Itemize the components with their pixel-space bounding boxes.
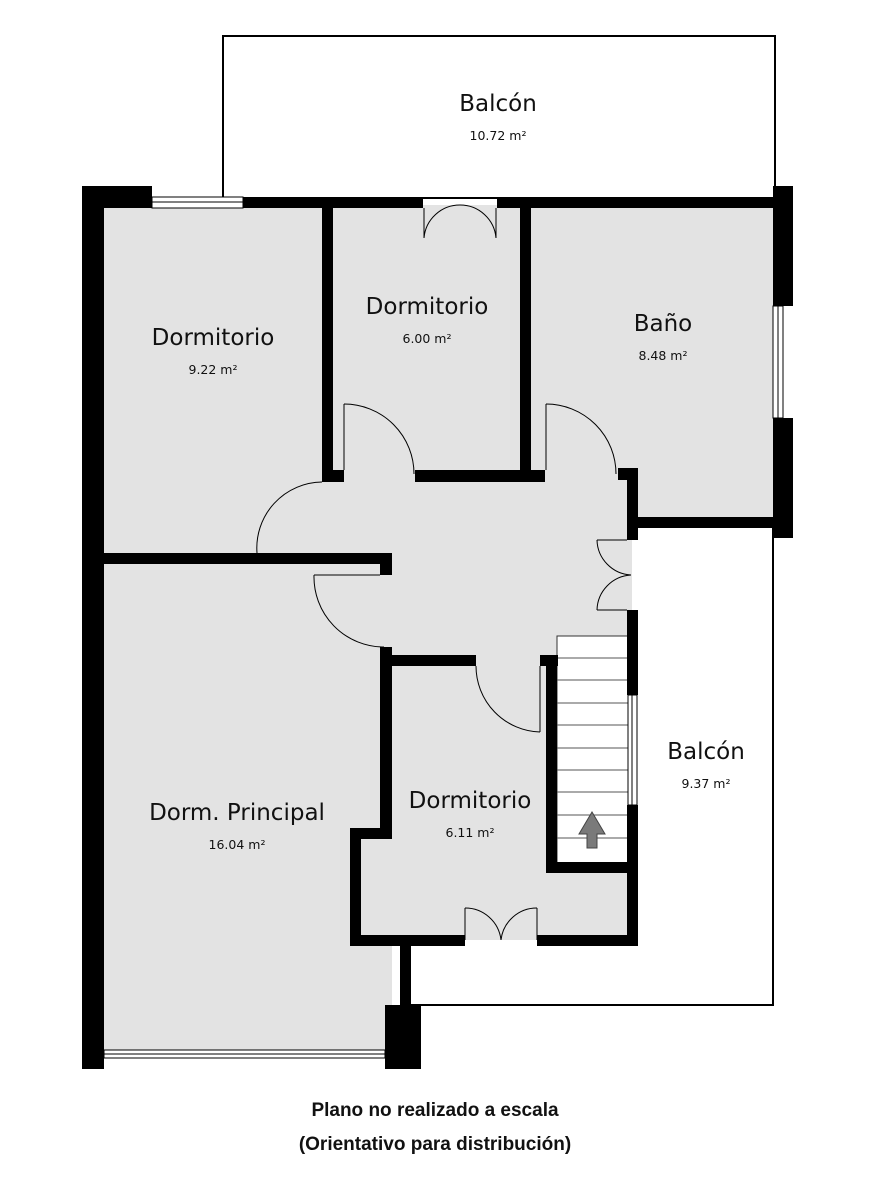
room-name: Balcón — [667, 739, 745, 765]
room-label-dormitorio-3: Dormitorio 6.11 m² — [409, 788, 532, 840]
walls — [82, 186, 793, 1069]
doors — [256, 204, 632, 941]
room-name: Dormitorio — [366, 294, 489, 320]
room-name: Dormitorio — [152, 325, 275, 351]
room-area: 8.48 m² — [639, 348, 688, 363]
stair-up-arrow-icon — [578, 811, 606, 849]
room-area: 6.00 m² — [403, 331, 452, 346]
room-area: 10.72 m² — [470, 128, 527, 143]
room-name: Dormitorio — [409, 788, 532, 814]
distribution-note: (Orientativo para distribución) — [298, 1134, 572, 1155]
room-name: Balcón — [459, 91, 537, 117]
room-label-dorm-principal: Dorm. Principal 16.04 m² — [149, 800, 325, 852]
room-label-dormitorio-1: Dormitorio 9.22 m² — [152, 325, 275, 377]
room-name: Dorm. Principal — [149, 800, 325, 826]
balcony-top — [222, 35, 776, 199]
windows — [103, 196, 784, 1059]
room-name: Baño — [634, 311, 693, 337]
room-label-balcon-right: Balcón 9.37 m² — [667, 739, 745, 791]
room-label-bano: Baño 8.48 m² — [634, 311, 693, 363]
interior-floor — [102, 205, 777, 1050]
room-area: 6.11 m² — [446, 825, 495, 840]
scale-disclaimer: Plano no realizado a escala — [311, 1100, 559, 1121]
room-area: 9.22 m² — [189, 362, 238, 377]
room-area: 9.37 m² — [682, 776, 731, 791]
staircase — [556, 635, 630, 865]
room-label-dormitorio-2: Dormitorio 6.00 m² — [366, 294, 489, 346]
room-label-balcon-top: Balcón 10.72 m² — [459, 91, 537, 143]
room-area: 16.04 m² — [209, 837, 266, 852]
